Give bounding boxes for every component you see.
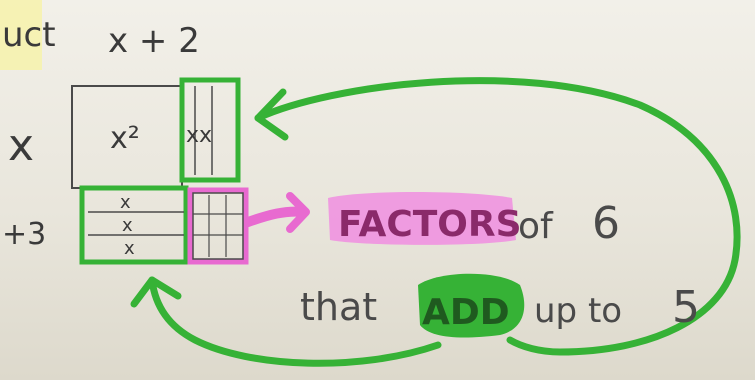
cell-label-x-row3: x [124, 238, 135, 259]
pink-highlight [328, 192, 516, 245]
cell-bottom-left [79, 185, 189, 265]
green-arrowhead-top [254, 88, 289, 141]
word-up-to: up to [534, 291, 622, 331]
cell-label-x-row1: x [120, 192, 131, 213]
pink-arrowhead [286, 192, 310, 233]
green-loop-arrow [254, 77, 741, 356]
label-top-left: uct [2, 15, 56, 55]
cell-label-x2: x² [110, 121, 140, 156]
label-x: x [8, 120, 34, 171]
word-factors: FACTORS [338, 204, 522, 245]
cell-x-top-right [179, 77, 241, 183]
cell-label-xx: xx [186, 123, 212, 148]
label-x-plus-2: x + 2 [108, 21, 200, 61]
word-add: ADD [422, 292, 510, 333]
word-five: 5 [672, 282, 700, 333]
green-lower-arrow [148, 276, 442, 367]
word-of: of [518, 206, 554, 247]
word-that: that [300, 285, 377, 329]
green-highlight [418, 273, 525, 338]
cell-bottom-right-pencil [192, 192, 244, 260]
cell-bottom-right [187, 187, 249, 265]
word-six: 6 [592, 198, 620, 249]
green-arrowhead-bottom [130, 276, 182, 308]
pink-arrow [243, 206, 309, 227]
label-plus-3: +3 [2, 217, 46, 252]
cell-label-x-row2: x [122, 215, 133, 236]
